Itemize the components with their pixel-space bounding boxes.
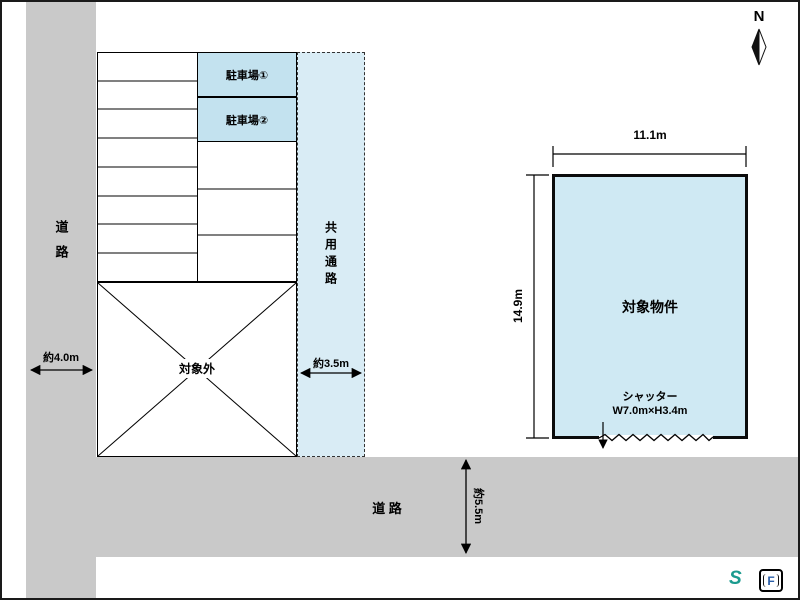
dimension-left	[526, 174, 549, 439]
road-bottom-label: 道 路	[372, 501, 402, 516]
road-left-label-wrap: 道路	[26, 220, 96, 270]
excluded-label-wrap: 対象外	[97, 359, 297, 378]
logo-s-icon: S	[729, 568, 742, 589]
parking-stall-1-label: 駐車場①	[225, 69, 269, 82]
property-label: 対象物件	[622, 298, 678, 315]
shutter-label-line1: シャッター	[622, 391, 678, 403]
road-bottom	[96, 457, 798, 557]
f-bracket-left-icon	[763, 574, 766, 587]
shutter-label: シャッター W7.0m×H3.4m	[555, 390, 745, 418]
dim-width-label: 11.1m	[633, 128, 667, 142]
compass-needle	[751, 28, 767, 66]
passage-label: 共用通路	[323, 220, 338, 289]
compass-label: N	[753, 8, 765, 25]
dimension-top	[552, 146, 747, 167]
road-left	[26, 2, 96, 598]
parking-stall-2: 駐車場②	[197, 97, 297, 142]
shared-passage-strip: 共用通路	[297, 52, 365, 457]
dim-road-bottom-label: 約5.5m	[472, 487, 484, 525]
parking-stall-1: 駐車場①	[197, 52, 297, 97]
excluded-label: 対象外	[174, 359, 219, 378]
logo-f: F	[759, 569, 783, 592]
f-letter: F	[767, 573, 775, 588]
dim-passage-label: 約3.5m	[312, 358, 350, 370]
dim-height-label: 14.9m	[511, 288, 525, 324]
property-area: 対象物件 シャッター W7.0m×H3.4m	[552, 174, 748, 439]
f-bracket-right-icon	[776, 574, 779, 587]
shutter-label-line2: W7.0m×H3.4m	[612, 405, 688, 417]
parking-stall-2-label: 駐車場②	[225, 114, 269, 127]
dim-road-left-label: 約4.0m	[42, 352, 80, 364]
road-left-label: 道路	[53, 220, 69, 270]
